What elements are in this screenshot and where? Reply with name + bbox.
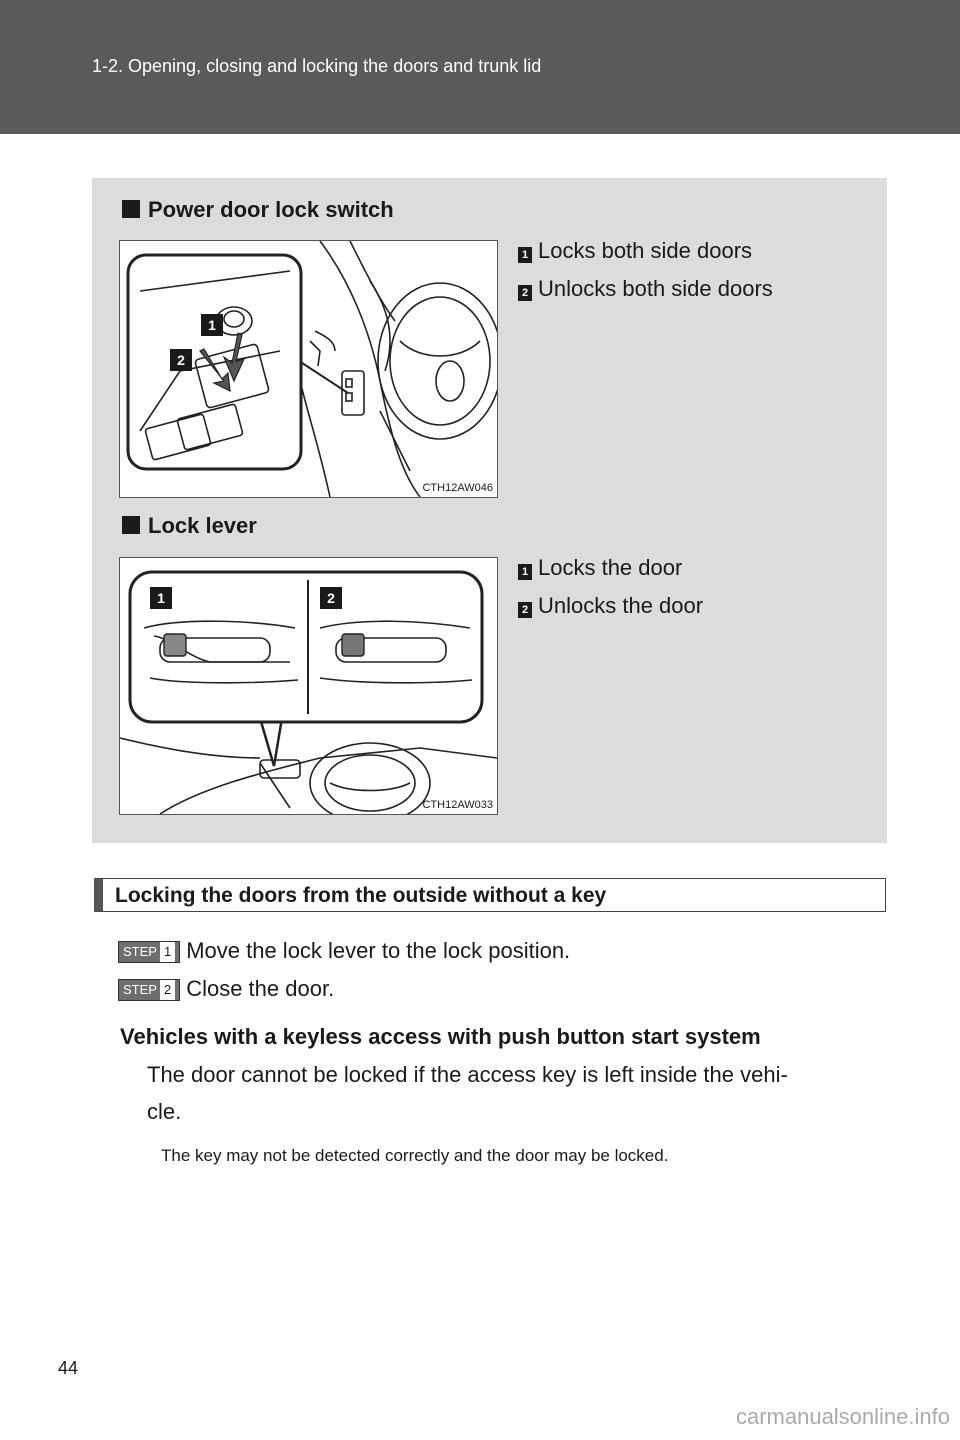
number-2-badge: 2 — [518, 602, 532, 618]
section-breadcrumb: 1-2. Opening, closing and locking the do… — [92, 56, 542, 76]
callout-1-badge: 1 — [201, 314, 223, 336]
page-header: 1-2. Opening, closing and locking the do… — [0, 0, 960, 134]
figure-power-door-lock-switch: 1 2 CTH12AW046 — [119, 240, 503, 498]
page-number: 44 — [58, 1358, 79, 1378]
legend-item: 2 Unlocks both side doors — [518, 276, 773, 302]
step-label: STEP — [123, 982, 157, 997]
watermark: carmanualsonline.info — [735, 1404, 950, 1429]
paragraph-line-2: cle. — [147, 1099, 182, 1124]
number-2-badge: 2 — [518, 285, 532, 301]
square-bullet-icon — [122, 516, 140, 534]
step-text: Move the lock lever to the lock position… — [186, 938, 571, 963]
door-switch-illustration — [126, 240, 503, 498]
legend-text: Locks both side doors — [538, 238, 753, 263]
section-title: Lock lever — [148, 513, 257, 538]
note-text: The key may not be detected correctly an… — [161, 1146, 669, 1165]
legend-item: 2 Unlocks the door — [518, 593, 703, 619]
key-section-title: Locking the doors from the outside witho… — [115, 884, 607, 907]
section-heading-lock-lever: Lock lever — [122, 513, 257, 539]
section-heading-power-door-lock: Power door lock switch — [122, 197, 394, 223]
callout-2-badge: 2 — [320, 587, 342, 609]
number-1-badge: 1 — [518, 564, 532, 580]
number-1-badge: 1 — [518, 247, 532, 263]
legend-text: Unlocks the door — [538, 593, 704, 618]
legend-item: 1 Locks both side doors — [518, 238, 752, 264]
section-title: Power door lock switch — [148, 197, 394, 222]
step-text: Close the door. — [186, 976, 335, 1001]
key-section-heading: Locking the doors from the outside witho… — [94, 878, 886, 912]
legend-text: Unlocks both side doors — [538, 276, 773, 301]
step-number: 1 — [159, 942, 176, 962]
legend-item: 1 Locks the door — [518, 555, 682, 581]
paragraph-line-1: The door cannot be locked if the access … — [147, 1062, 788, 1087]
figure-lock-lever: 1 2 CTH12AW033 — [119, 557, 498, 824]
square-bullet-icon — [122, 200, 140, 218]
step-number: 2 — [159, 980, 176, 1000]
figure-code: CTH12AW033 — [422, 799, 493, 811]
callout-1-badge: 1 — [150, 587, 172, 609]
legend-text: Locks the door — [538, 555, 683, 580]
lock-lever-illustration — [119, 570, 498, 824]
step-label: STEP — [123, 944, 157, 959]
callout-2-badge: 2 — [170, 349, 192, 371]
figure-code: CTH12AW046 — [422, 482, 493, 494]
keyless-subheading: Vehicles with a keyless access with push… — [120, 1024, 761, 1049]
